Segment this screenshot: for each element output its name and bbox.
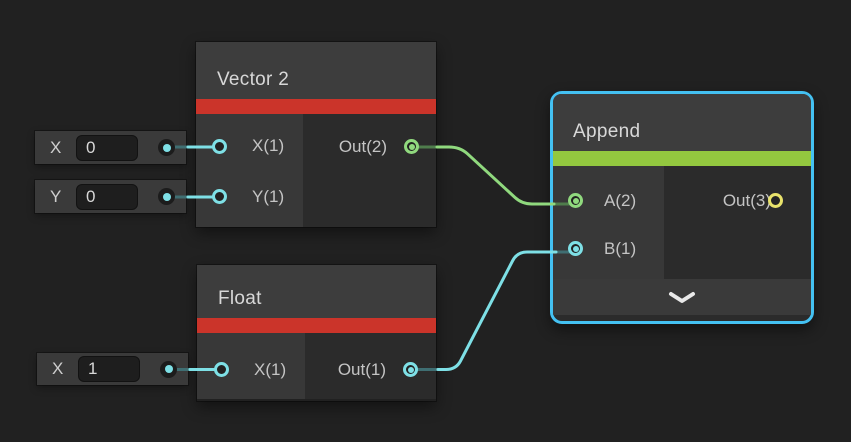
output-port-float-out[interactable] (403, 362, 418, 377)
field-row-float-x: X (37, 353, 188, 385)
port-connected-dot (408, 143, 415, 150)
node-append-collapse-strip[interactable] (553, 279, 811, 315)
field-label-vector2-x[interactable]: X (50, 137, 62, 157)
port-label-float-x: X(1) (254, 360, 287, 379)
wire-float-out-to-append-b[interactable] (436, 250, 558, 371)
field-port-float-x[interactable] (160, 360, 177, 378)
output-port-append-out[interactable] (768, 193, 783, 208)
port-label-vector2-out: Out(2) (338, 137, 387, 156)
chevron-down-icon[interactable] (668, 291, 696, 304)
node-float-title: Float (218, 288, 262, 309)
field-input-vector2-y[interactable] (76, 183, 138, 210)
port-label-append-a: A(2) (604, 191, 637, 210)
field-port-vector2-x[interactable] (158, 139, 175, 156)
node-vector2-title: Vector 2 (217, 69, 290, 90)
input-port-float-x[interactable] (214, 362, 229, 377)
node-float-colorbar (197, 318, 436, 333)
field-port-dot (162, 143, 171, 152)
field-port-dot (162, 192, 171, 201)
port-label-float-out: Out(1) (337, 360, 386, 379)
field-port-dot (164, 365, 173, 373)
port-label-vector2-y: Y(1) (252, 187, 285, 206)
output-port-vector2-out[interactable] (404, 139, 419, 154)
node-append-body (553, 166, 811, 279)
port-connected-dot (407, 366, 414, 373)
node-append-selected[interactable]: Append A(2) B(1) Out(3) (550, 91, 814, 324)
wire-vector2-out-to-append-a[interactable] (435, 145, 556, 206)
node-float[interactable]: Float X(1) Out(1) (197, 265, 436, 401)
field-label-float-x[interactable]: X (52, 359, 64, 378)
input-port-vector2-x[interactable] (212, 139, 227, 154)
port-label-vector2-x: X(1) (252, 136, 285, 155)
field-row-vector2-x: X (35, 131, 186, 164)
field-port-vector2-y[interactable] (158, 188, 175, 205)
field-input-vector2-x[interactable] (76, 134, 138, 161)
port-label-append-out: Out(3) (722, 191, 771, 210)
node-append-colorbar (553, 151, 811, 166)
field-row-vector2-y: Y (35, 180, 186, 213)
port-connected-dot (572, 197, 579, 204)
field-label-vector2-y[interactable]: Y (50, 186, 62, 206)
node-vector2-body (196, 114, 436, 227)
port-label-append-b: B(1) (604, 239, 637, 258)
field-input-float-x[interactable] (78, 356, 140, 382)
node-append-title: Append (573, 121, 641, 142)
node-vector2-header[interactable]: Vector 2 (196, 42, 436, 99)
node-float-body (197, 333, 436, 399)
node-vector2[interactable]: Vector 2 X(1) Y(1) Out(2) (196, 42, 436, 227)
input-port-append-a[interactable] (568, 193, 583, 208)
node-append-header[interactable]: Append (553, 94, 811, 151)
input-port-vector2-y[interactable] (212, 189, 227, 204)
input-port-append-b[interactable] (568, 241, 583, 256)
node-float-header[interactable]: Float (197, 265, 436, 318)
port-connected-dot (572, 245, 579, 252)
node-vector2-colorbar (196, 99, 436, 114)
